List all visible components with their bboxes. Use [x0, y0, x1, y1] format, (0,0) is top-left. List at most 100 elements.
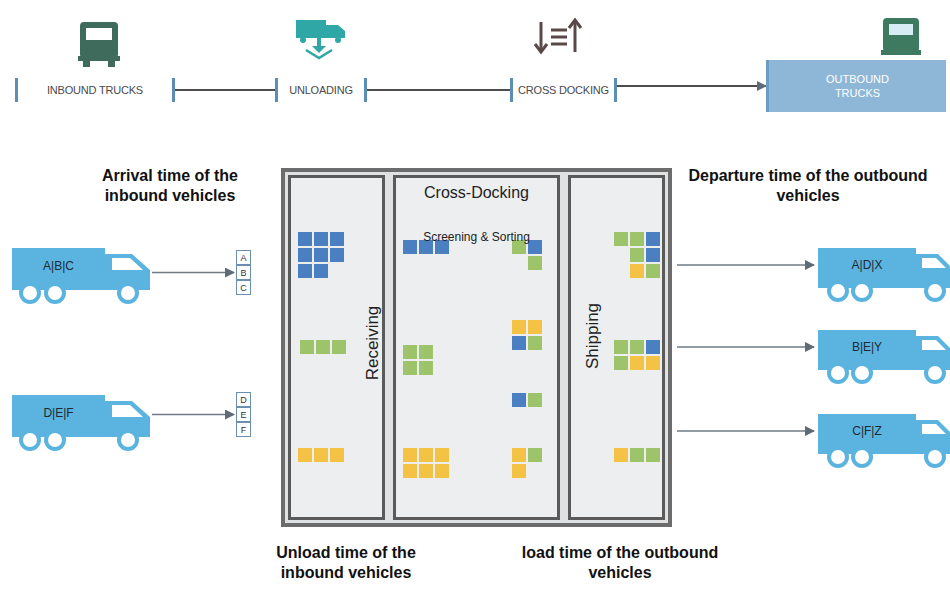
pallet-square	[512, 448, 526, 462]
panel-ground	[288, 175, 385, 520]
pallet-square	[512, 393, 526, 407]
truck-window	[112, 405, 143, 417]
truck-wheel	[853, 364, 871, 382]
goods-box: E	[236, 407, 251, 422]
node-text: B|E|Y	[852, 340, 882, 354]
timing-label: Arrival time of the inbound vehicles	[80, 166, 260, 206]
pallet-square	[300, 340, 314, 354]
pallet-square	[528, 336, 542, 350]
pallet-square	[419, 345, 433, 359]
pallet-square	[316, 340, 330, 354]
pallet-square	[419, 448, 433, 462]
truck-cargo-box: A|B|C	[12, 248, 105, 284]
truck-cargo-box: C|F|Z	[818, 414, 916, 448]
truck-wheel	[46, 284, 64, 302]
node-text: C|F|Z	[852, 424, 882, 438]
timing-label: Unload time of the inbound vehicles	[246, 543, 446, 583]
pallet-square	[630, 340, 644, 354]
truck-icon	[78, 22, 120, 67]
truck-wheel	[853, 448, 871, 466]
node-text: OUTBOUND TRUCKS	[820, 72, 896, 100]
pallet-square	[630, 232, 644, 246]
pallet-square	[646, 232, 660, 246]
area-title: Shipping	[583, 303, 603, 369]
pallet-square	[630, 356, 644, 370]
pallet-square	[435, 464, 449, 478]
pallet-square	[646, 264, 660, 278]
goods-box: A	[236, 250, 251, 265]
node-text: INBOUND TRUCKS	[47, 84, 143, 96]
stage-label: CROSS DOCKING	[510, 78, 617, 102]
goods-box: C	[236, 280, 251, 295]
flow-arrow	[152, 414, 234, 416]
pallet-square	[528, 393, 542, 407]
pallet-square	[403, 345, 417, 359]
node-text: A|B|C	[43, 259, 74, 273]
node-text: A|D|X	[852, 258, 883, 272]
truck-wheel	[829, 448, 847, 466]
truck-wheel	[926, 364, 944, 382]
pallet-square	[330, 232, 344, 246]
truck-wheel	[829, 282, 847, 300]
timing-label: load time of the outbound vehicles	[515, 543, 725, 583]
pallet-square	[646, 448, 660, 462]
truck-wheel	[829, 364, 847, 382]
pallet-square	[330, 448, 344, 462]
goods-box: D	[236, 392, 251, 407]
flow-arrow	[677, 264, 814, 266]
pallet-square	[298, 448, 312, 462]
truck-wheel	[119, 284, 137, 302]
pallet-square	[614, 356, 628, 370]
pallet-square	[528, 320, 542, 334]
node-text: C	[240, 283, 247, 293]
node-text: D|E|F	[43, 406, 73, 420]
panel-ground	[393, 175, 560, 520]
truck-cargo-box: D|E|F	[12, 395, 105, 431]
pallet-square	[646, 248, 660, 262]
truck-window	[922, 258, 946, 268]
goods-box: B	[236, 265, 251, 280]
pallet-square	[646, 356, 660, 370]
flow-arrow	[677, 346, 814, 348]
pallet-square	[614, 232, 628, 246]
node-text: E	[240, 410, 246, 420]
area-title: Cross-Docking	[396, 184, 557, 202]
truck-wheel	[926, 282, 944, 300]
pallet-square	[314, 448, 328, 462]
truck-wheel	[21, 284, 39, 302]
pallet-square	[403, 448, 417, 462]
stage-label: UNLOADING	[275, 78, 367, 102]
dock-area: Cross-DockingScreening & Sorting	[393, 175, 560, 520]
truck-wheel	[21, 431, 39, 449]
flow-arrow	[367, 89, 510, 91]
pallet-square	[614, 340, 628, 354]
unloading-icon	[296, 20, 345, 58]
area-title: Receiving	[363, 306, 383, 381]
pallet-square	[314, 232, 328, 246]
pallet-square	[630, 448, 644, 462]
pallet-square	[314, 248, 328, 262]
truck-wheel	[853, 282, 871, 300]
node-text: D	[240, 395, 247, 405]
dock-area: Shipping	[568, 175, 665, 520]
pallet-squares	[298, 232, 660, 478]
flow-arrow	[617, 85, 766, 87]
pallet-square	[512, 336, 526, 350]
pallet-square	[528, 240, 542, 254]
node-text: B	[240, 268, 246, 278]
node-text: A	[240, 253, 246, 263]
pallet-square	[630, 264, 644, 278]
pallet-square	[403, 464, 417, 478]
pallet-square	[332, 340, 346, 354]
node-text: CROSS DOCKING	[518, 84, 609, 96]
pallet-square	[298, 248, 312, 262]
truck-window	[922, 340, 946, 350]
stage-label: OUTBOUND TRUCKS	[766, 60, 946, 112]
area-subtitle: Screening & Sorting	[396, 230, 557, 244]
truck-wheel	[46, 431, 64, 449]
pallet-square	[298, 264, 312, 278]
truck-bodies	[12, 254, 950, 466]
pallet-square	[314, 264, 328, 278]
pallet-square	[512, 320, 526, 334]
truck-cargo-box: A|D|X	[818, 248, 916, 282]
